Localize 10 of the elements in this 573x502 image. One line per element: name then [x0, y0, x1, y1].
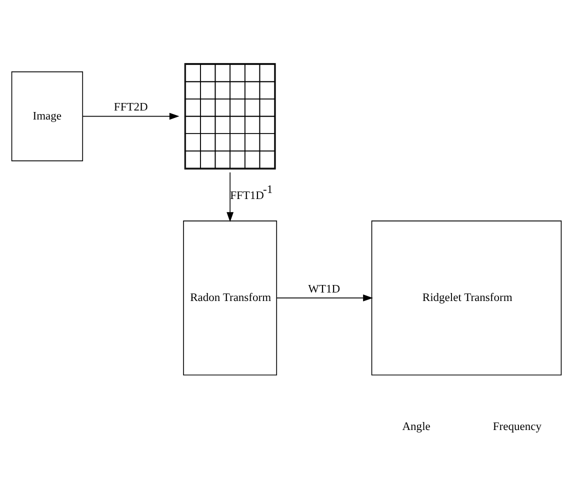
arrow: [82, 112, 180, 120]
arrow: [226, 172, 234, 222]
edge-label: FFT2D: [114, 102, 148, 114]
label: Frequency: [492, 420, 542, 433]
arrow: [276, 294, 373, 302]
node-box: Image: [11, 71, 84, 162]
node-box: Ridgelet Transform: [371, 220, 562, 376]
node-box: Radon Transform: [183, 220, 278, 376]
label: Angle: [402, 420, 430, 433]
edge-label: WT1D: [308, 283, 340, 296]
